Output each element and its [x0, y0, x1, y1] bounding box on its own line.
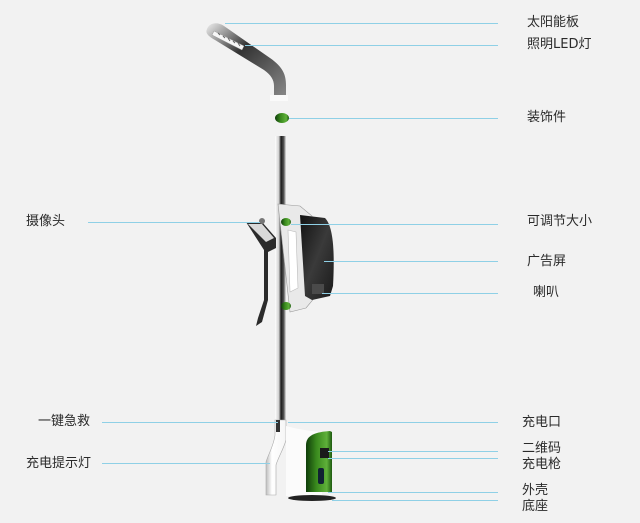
label-ornament: 装饰件 [527, 110, 567, 125]
leader-emergency-button [102, 422, 278, 423]
leader-base [332, 500, 498, 501]
collar [270, 95, 288, 101]
charging-pile [306, 431, 332, 492]
leader-adjustable [291, 224, 498, 225]
label-charging-indicator: 充电提示灯 [26, 456, 92, 471]
label-speaker: 喇叭 [533, 285, 560, 300]
lamp-head [206, 23, 286, 96]
label-led-light: 照明LED灯 [527, 37, 592, 52]
leader-led-light [245, 45, 498, 46]
camera-bracket [246, 218, 276, 326]
label-charging-port: 充电口 [522, 415, 562, 430]
leader-charging-port [288, 422, 498, 423]
qr-code-panel [320, 448, 329, 458]
leader-ornament [289, 118, 498, 119]
label-emergency-button: 一键急救 [38, 414, 91, 429]
label-shell: 外壳 [522, 483, 549, 498]
leader-charging-gun [328, 458, 498, 459]
ornament-ring [275, 113, 289, 123]
label-solar-panel: 太阳能板 [527, 15, 580, 30]
leader-speaker [322, 293, 498, 294]
label-base: 底座 [522, 499, 549, 514]
label-charging-gun: 充电枪 [522, 457, 562, 472]
advertising-unit [277, 203, 334, 313]
emergency-button [276, 420, 280, 432]
pole [275, 136, 286, 426]
label-adjustable: 可调节大小 [527, 214, 593, 229]
leader-shell [328, 492, 498, 493]
lower-pole-flare [265, 419, 287, 496]
label-camera: 摄像头 [26, 214, 66, 229]
charging-gun-holder [318, 468, 324, 484]
leader-ad-screen [324, 261, 498, 262]
leader-solar-panel [225, 23, 498, 24]
base-foot [288, 495, 336, 501]
label-ad-screen: 广告屏 [527, 254, 567, 269]
leader-camera [88, 222, 260, 223]
leader-qr-code [328, 451, 498, 452]
leader-charging-indicator [102, 463, 270, 464]
label-qr-code: 二维码 [522, 441, 562, 456]
